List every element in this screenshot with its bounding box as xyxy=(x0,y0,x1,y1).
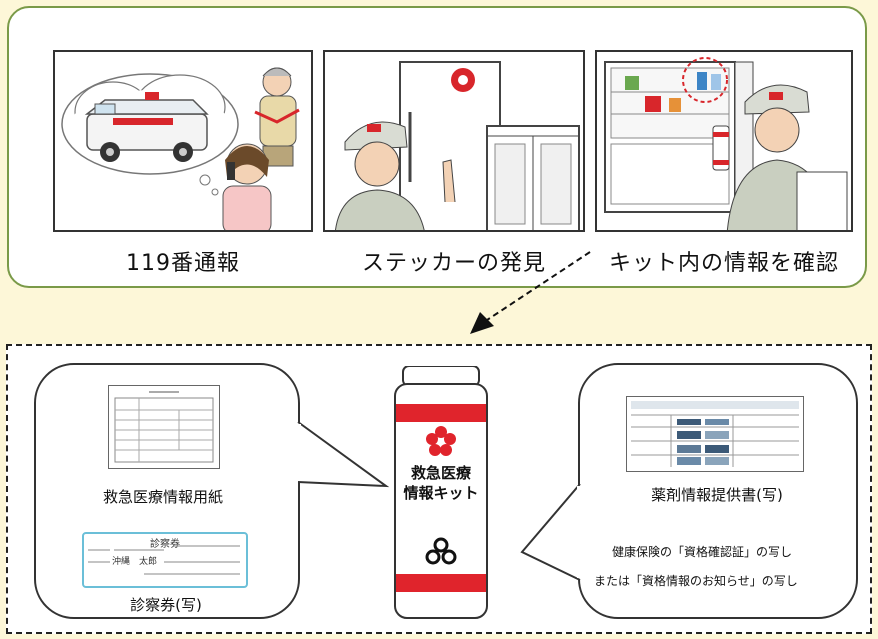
clinic-card-name: 沖縄 太郎 xyxy=(112,557,158,567)
right-bubble-tail xyxy=(520,483,581,581)
sticker-illustration xyxy=(335,61,580,230)
kit-symbol-icon xyxy=(425,537,457,565)
clinic-card-image: 診察券 沖縄 太郎 xyxy=(82,532,248,588)
drug-info-label: 薬剤情報提供書(写) xyxy=(651,486,783,504)
step-caption-call: 119番通報 xyxy=(126,251,240,276)
check-illustration xyxy=(604,57,848,230)
clinic-card-label: 診察券(写) xyxy=(130,596,202,614)
kit-title-line1: 救急医療 xyxy=(410,464,471,482)
medical-info-form-label: 救急医療情報用紙 xyxy=(102,488,223,506)
clinic-card-title: 診察券 xyxy=(150,539,180,550)
medical-info-form-image xyxy=(108,385,220,469)
step-panel-call xyxy=(53,50,313,232)
call-illustration xyxy=(61,67,300,230)
step-panel-check xyxy=(595,50,853,232)
hibiscus-icon xyxy=(426,426,456,456)
insurance-note-line1: 健康保険の「資格確認証」の写し xyxy=(612,545,793,559)
step-panel-sticker xyxy=(323,50,585,232)
medical-info-kit: 救急医療 情報キット xyxy=(393,366,489,620)
left-bubble-tail xyxy=(297,421,390,488)
insurance-note-line2: または「資格情報のお知らせ」の写し xyxy=(594,574,798,588)
step-caption-check: キット内の情報を確認 xyxy=(608,251,839,276)
kit-title-line2: 情報キット xyxy=(403,484,479,502)
drug-info-document-image xyxy=(626,396,804,472)
step-caption-sticker: ステッカーの発見 xyxy=(361,251,546,276)
